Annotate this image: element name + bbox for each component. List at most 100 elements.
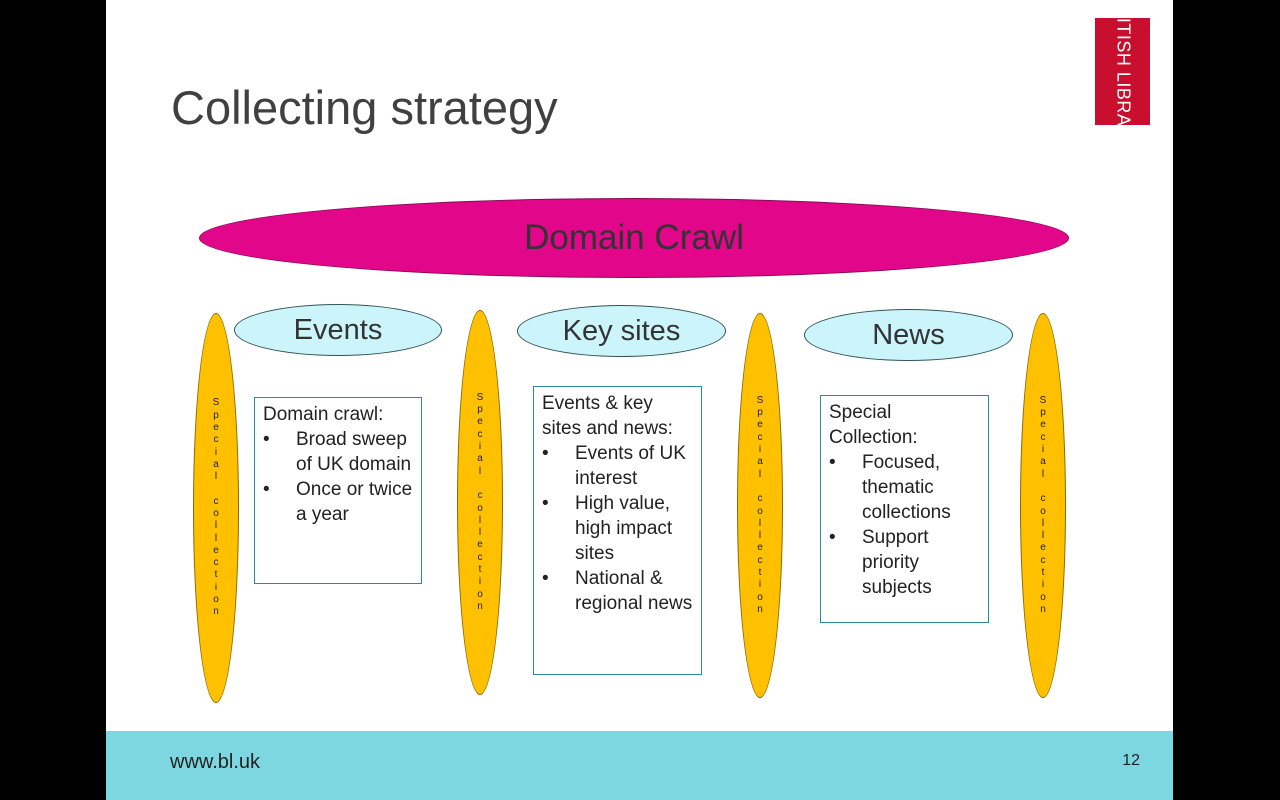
special-collection-box: Special Collection: Focused, thematic co… — [820, 395, 989, 623]
special-collection-letter: o — [1040, 505, 1046, 517]
special-collection-letter: l — [758, 517, 762, 529]
special-collection-letter: l — [214, 471, 218, 483]
special-collection-letter: i — [214, 446, 218, 458]
slide-title: Collecting strategy — [171, 81, 558, 134]
special-collection-letter: e — [477, 539, 483, 551]
special-collection-letter: S — [212, 397, 220, 409]
domain-crawl-ellipse: Domain Crawl — [199, 198, 1069, 278]
special-collection-letter: l — [758, 530, 762, 542]
domain-crawl-box: Domain crawl: Broad sweep of UK domain O… — [254, 397, 422, 584]
box-heading: Domain crawl: — [263, 404, 384, 425]
special-collection-letter: p — [213, 409, 219, 421]
special-collection-letter: e — [757, 542, 763, 554]
special-collection-letter: c — [213, 434, 219, 446]
special-collection-letter: a — [1040, 456, 1046, 468]
special-collection-letter — [215, 483, 218, 495]
special-collection-letter: o — [757, 505, 763, 517]
special-collection-letter: o — [1040, 591, 1046, 603]
events-ellipse: Events — [234, 304, 442, 356]
special-collection-letter: l — [478, 527, 482, 539]
special-collection-letter: a — [757, 456, 763, 468]
box-heading: Events & key sites and news: — [542, 393, 673, 439]
special-collection-letter: l — [478, 514, 482, 526]
key-sites-ellipse: Key sites — [517, 305, 726, 357]
bullet-item: Focused, thematic collections — [829, 450, 980, 525]
special-collection-letter: t — [478, 563, 482, 575]
special-collection-letter: l — [214, 532, 218, 544]
special-collection-letter: l — [478, 465, 482, 477]
special-collection-letter: e — [1040, 542, 1046, 554]
special-collection-letter: n — [213, 606, 219, 618]
footer-url: www.bl.uk — [170, 751, 261, 773]
special-collection-letter: c — [477, 490, 483, 502]
special-collection-letter — [759, 481, 762, 493]
special-collection-letter: c — [213, 557, 219, 569]
news-ellipse: News — [804, 309, 1013, 361]
news-label: News — [872, 318, 945, 351]
footer-band: www.bl.uk 12 — [106, 731, 1173, 800]
bullet-item: High value, high impact sites — [542, 491, 693, 566]
special-collection-letter: t — [214, 569, 218, 581]
special-collection-letter: e — [477, 416, 483, 428]
special-collection-letter: p — [1040, 407, 1046, 419]
box-heading: Special Collection: — [829, 402, 918, 448]
special-collection-letter: c — [213, 495, 219, 507]
special-collection-letter: o — [213, 594, 219, 606]
special-collection-letter: i — [1041, 444, 1045, 456]
special-collection-letter: o — [477, 588, 483, 600]
bullet-list: Broad sweep of UK domain Once or twice a… — [263, 427, 413, 527]
special-collection-letter: i — [758, 579, 762, 591]
special-collection-letter: e — [213, 421, 219, 433]
special-collection-letter: o — [213, 508, 219, 519]
events-label: Events — [293, 313, 383, 346]
special-collection-letter — [1042, 481, 1045, 493]
special-collection-letter: c — [477, 551, 483, 563]
special-collection-letter: i — [1041, 579, 1045, 591]
special-collection-letter: i — [214, 581, 218, 593]
page-number: 12 — [1122, 752, 1140, 769]
bullet-item: Events of UK interest — [542, 441, 693, 491]
special-collection-letter: l — [1041, 468, 1045, 480]
special-collection-letter: S — [476, 391, 484, 403]
special-collection-letter: S — [1039, 394, 1047, 406]
special-collection-letter: c — [1040, 431, 1046, 443]
special-collection-letter: c — [757, 554, 763, 566]
bullet-item: Broad sweep of UK domain — [263, 427, 413, 477]
special-collection-letter: a — [213, 458, 219, 470]
bullet-list: Focused, thematic collections Support pr… — [829, 450, 980, 600]
special-collection-letter: c — [1040, 554, 1046, 566]
special-collection-letter: l — [758, 468, 762, 480]
special-collection-letter: t — [1041, 566, 1045, 578]
logo-text: BRITISH LIBRARY — [1113, 0, 1133, 152]
special-collection-letter: c — [757, 431, 763, 443]
special-collection-letter: i — [758, 444, 762, 456]
special-collection-letter: c — [477, 428, 483, 440]
british-library-logo: BRITISH LIBRARY — [1095, 0, 1150, 152]
special-collection-letter: n — [477, 600, 483, 612]
special-collection-letter: l — [1041, 530, 1045, 542]
special-collection-letter: a — [477, 453, 483, 465]
special-collection-letter: p — [757, 407, 763, 419]
special-collection-letter: i — [478, 576, 482, 588]
key-sites-box: Events & key sites and news: Events of U… — [533, 386, 702, 675]
special-collection-letter: o — [477, 502, 483, 514]
bullet-item: National & regional news — [542, 566, 693, 616]
bullet-item: Once or twice a year — [263, 477, 413, 527]
special-collection-letter: e — [213, 544, 219, 556]
bullet-item: Support priority subjects — [829, 525, 980, 600]
special-collection-letter: e — [1040, 419, 1046, 431]
special-collection-letter: l — [214, 520, 218, 532]
special-collection-letter: l — [1041, 517, 1045, 529]
special-collection-letter: o — [757, 591, 763, 603]
special-collection-letter: c — [757, 493, 763, 505]
special-collection-letter: n — [757, 603, 763, 615]
special-collection-letter: t — [758, 566, 762, 578]
key-sites-label: Key sites — [562, 314, 681, 347]
bullet-list: Events of UK interest High value, high i… — [542, 441, 693, 616]
special-collection-letter — [479, 478, 482, 490]
domain-crawl-label: Domain Crawl — [524, 218, 744, 257]
